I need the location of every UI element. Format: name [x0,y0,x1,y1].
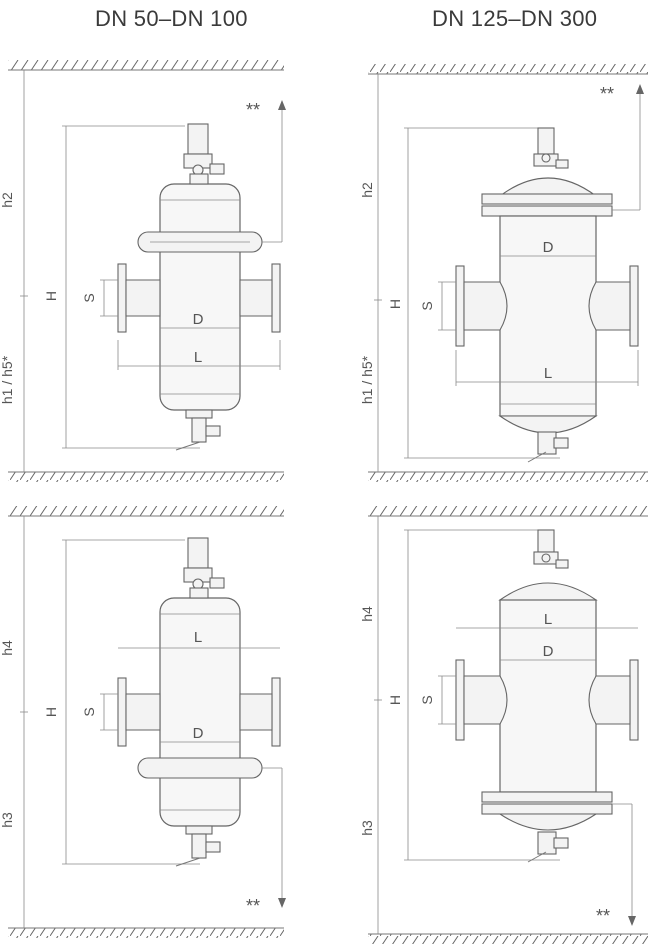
label-star2-top: ** [246,100,260,120]
label-D: D [193,311,204,328]
panel-large-top: h2 h1 / h5* H ** S D L [359,64,648,482]
air-vent-icon [187,123,209,155]
label-h4: h4 [0,640,15,656]
label-h3: h3 [0,812,15,828]
flange-right [271,263,281,333]
drain-valve-icon [191,417,207,443]
label-H: H [43,291,59,301]
label-star2-top-large: ** [600,84,614,104]
label-D-b: D [193,725,204,742]
label-H-b: H [43,707,59,717]
label-h3-large: h3 [359,820,375,836]
ceiling-hatch [8,60,284,70]
label-S: S [81,293,97,302]
label-S-b: S [81,707,97,716]
header-dn50-dn100: DN 50–DN 100 [95,6,248,31]
label-H-large-b: H [387,695,403,705]
label-h1-h5: h1 / h5* [0,355,15,404]
label-h2: h2 [0,192,15,208]
label-L-b: L [194,629,202,646]
flange-left [117,263,127,333]
top-flange [481,193,613,205]
label-h2-large: h2 [359,182,375,198]
panel-small-bottom: h4 h3 H L S D ** [0,506,286,938]
label-h1-h5-large: h1 / h5* [359,355,375,404]
pipe-right [239,279,273,317]
label-L-large: L [544,365,552,382]
pipe-left [125,279,161,317]
label-star2-bottom: ** [246,896,260,916]
header-dn125-dn300: DN 125–DN 300 [432,6,598,31]
label-H-large: H [387,299,403,309]
panel-small-top: h2 h1 / h5* H ** S D [0,60,286,482]
label-D-large-b: D [543,643,554,660]
vessel-body [159,183,241,411]
label-L-large-b: L [544,611,552,628]
label-S-large: S [419,301,435,310]
label-h4-large: h4 [359,606,375,622]
label-S-large-b: S [419,695,435,704]
label-L: L [194,349,202,366]
floor-hatch [8,472,284,482]
label-D-large: D [543,239,554,256]
panel-large-bottom: h4 h3 H L D S ** [359,506,648,944]
label-star2-bottom-large: ** [596,906,610,926]
